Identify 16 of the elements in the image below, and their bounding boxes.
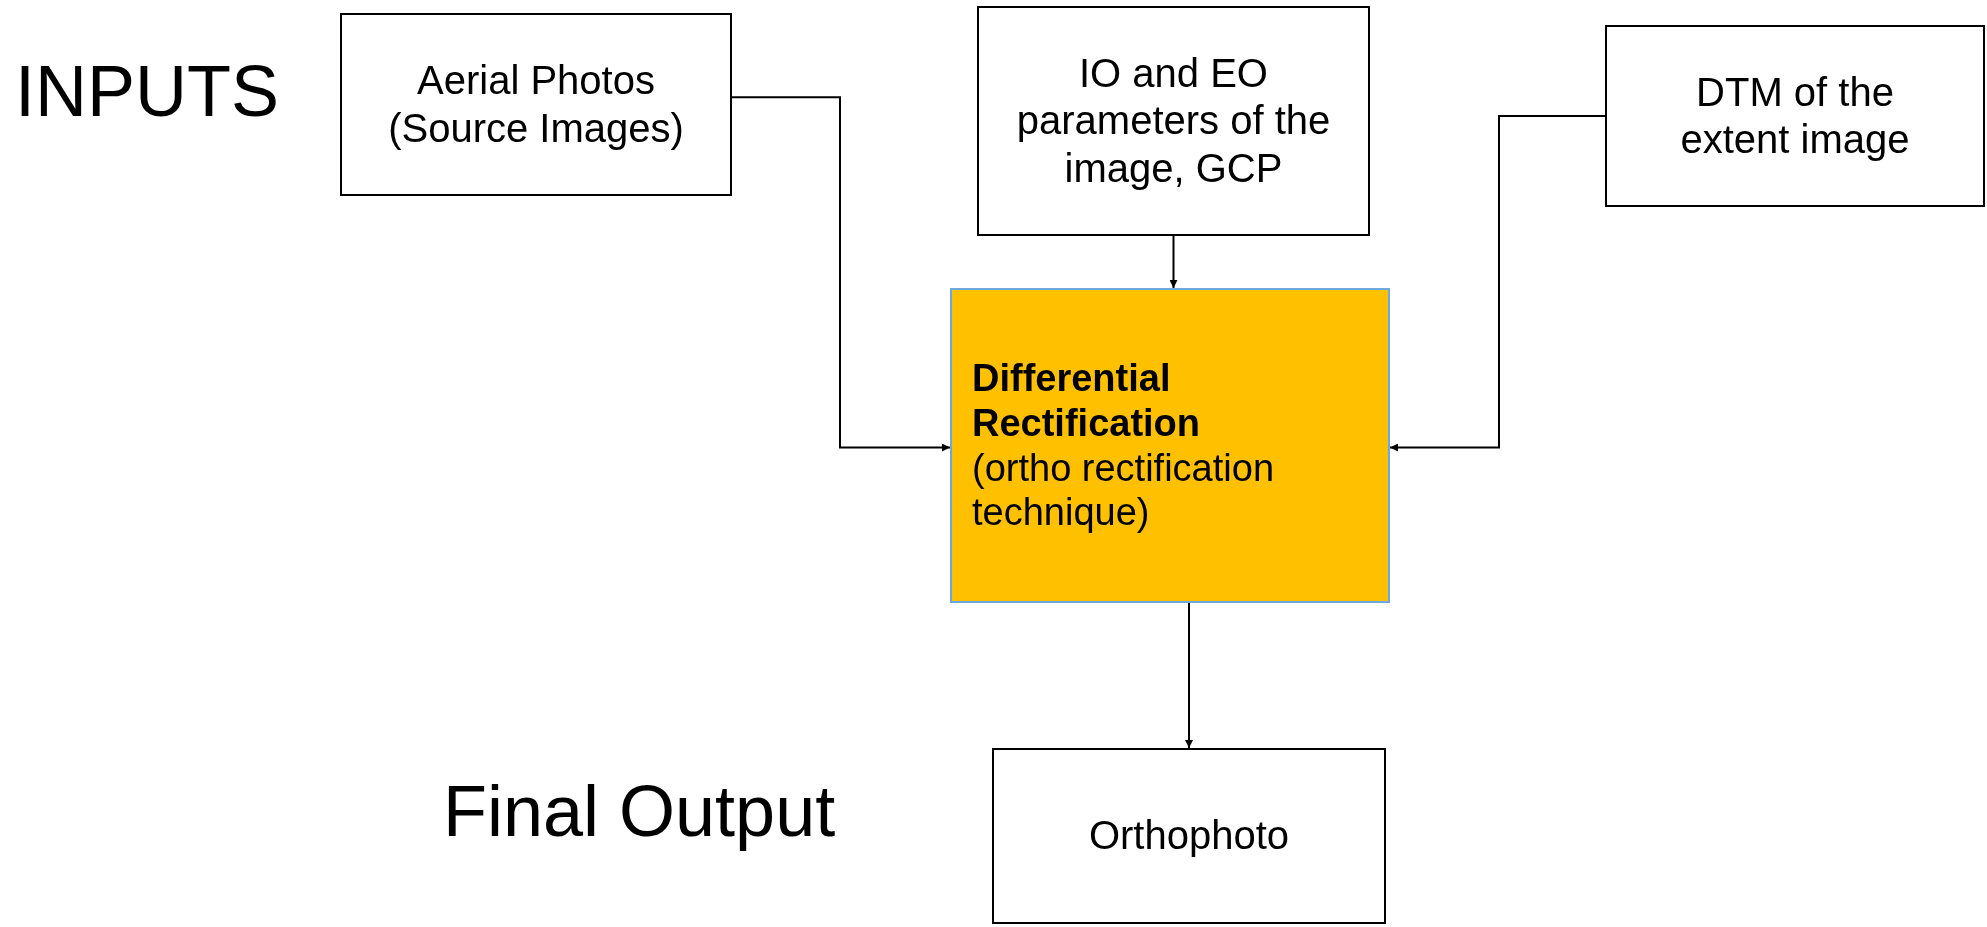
input-box: [977, 6, 1370, 236]
box-text: Differential Rectification (ortho rectification technique): [972, 355, 1275, 536]
process-box: [950, 288, 1390, 603]
section-label: INPUTS: [15, 50, 280, 132]
arrow: [731, 96, 951, 452]
section-label: Final Output: [443, 770, 836, 852]
input-box: [340, 13, 732, 196]
box-text: Aerial Photos (Source Images): [387, 57, 685, 152]
box-text: Orthophoto: [1088, 812, 1290, 860]
input-box: [992, 748, 1386, 924]
arrow: [1389, 115, 1606, 452]
input-box: [1605, 25, 1985, 207]
arrow: [1169, 235, 1178, 289]
box-text: DTM of the extent image: [1679, 68, 1911, 163]
arrow: [1185, 602, 1193, 749]
box-text: IO and EO parameters of the image, GCP: [1015, 50, 1332, 192]
